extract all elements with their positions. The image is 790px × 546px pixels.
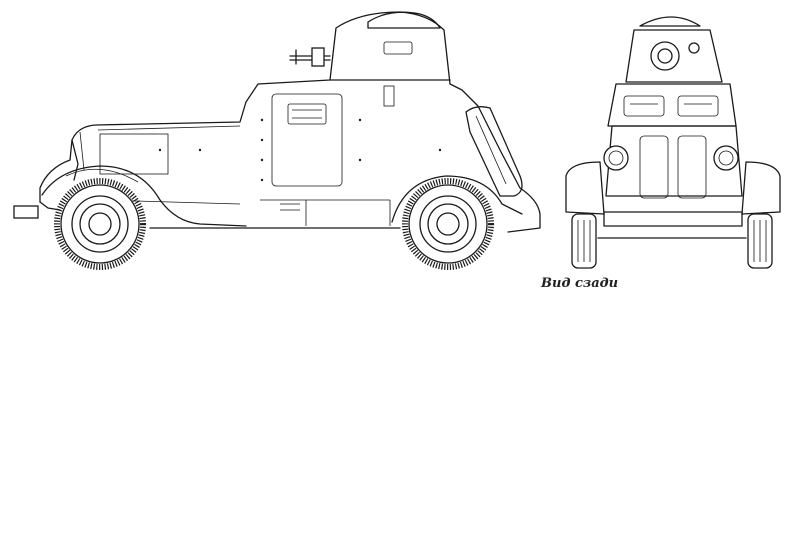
front-view <box>565 16 781 269</box>
side-view <box>13 11 541 270</box>
side-rear-wheel <box>402 178 494 270</box>
side-front-wheel <box>54 178 146 270</box>
rear-view-caption: Вид сзади <box>541 276 619 291</box>
